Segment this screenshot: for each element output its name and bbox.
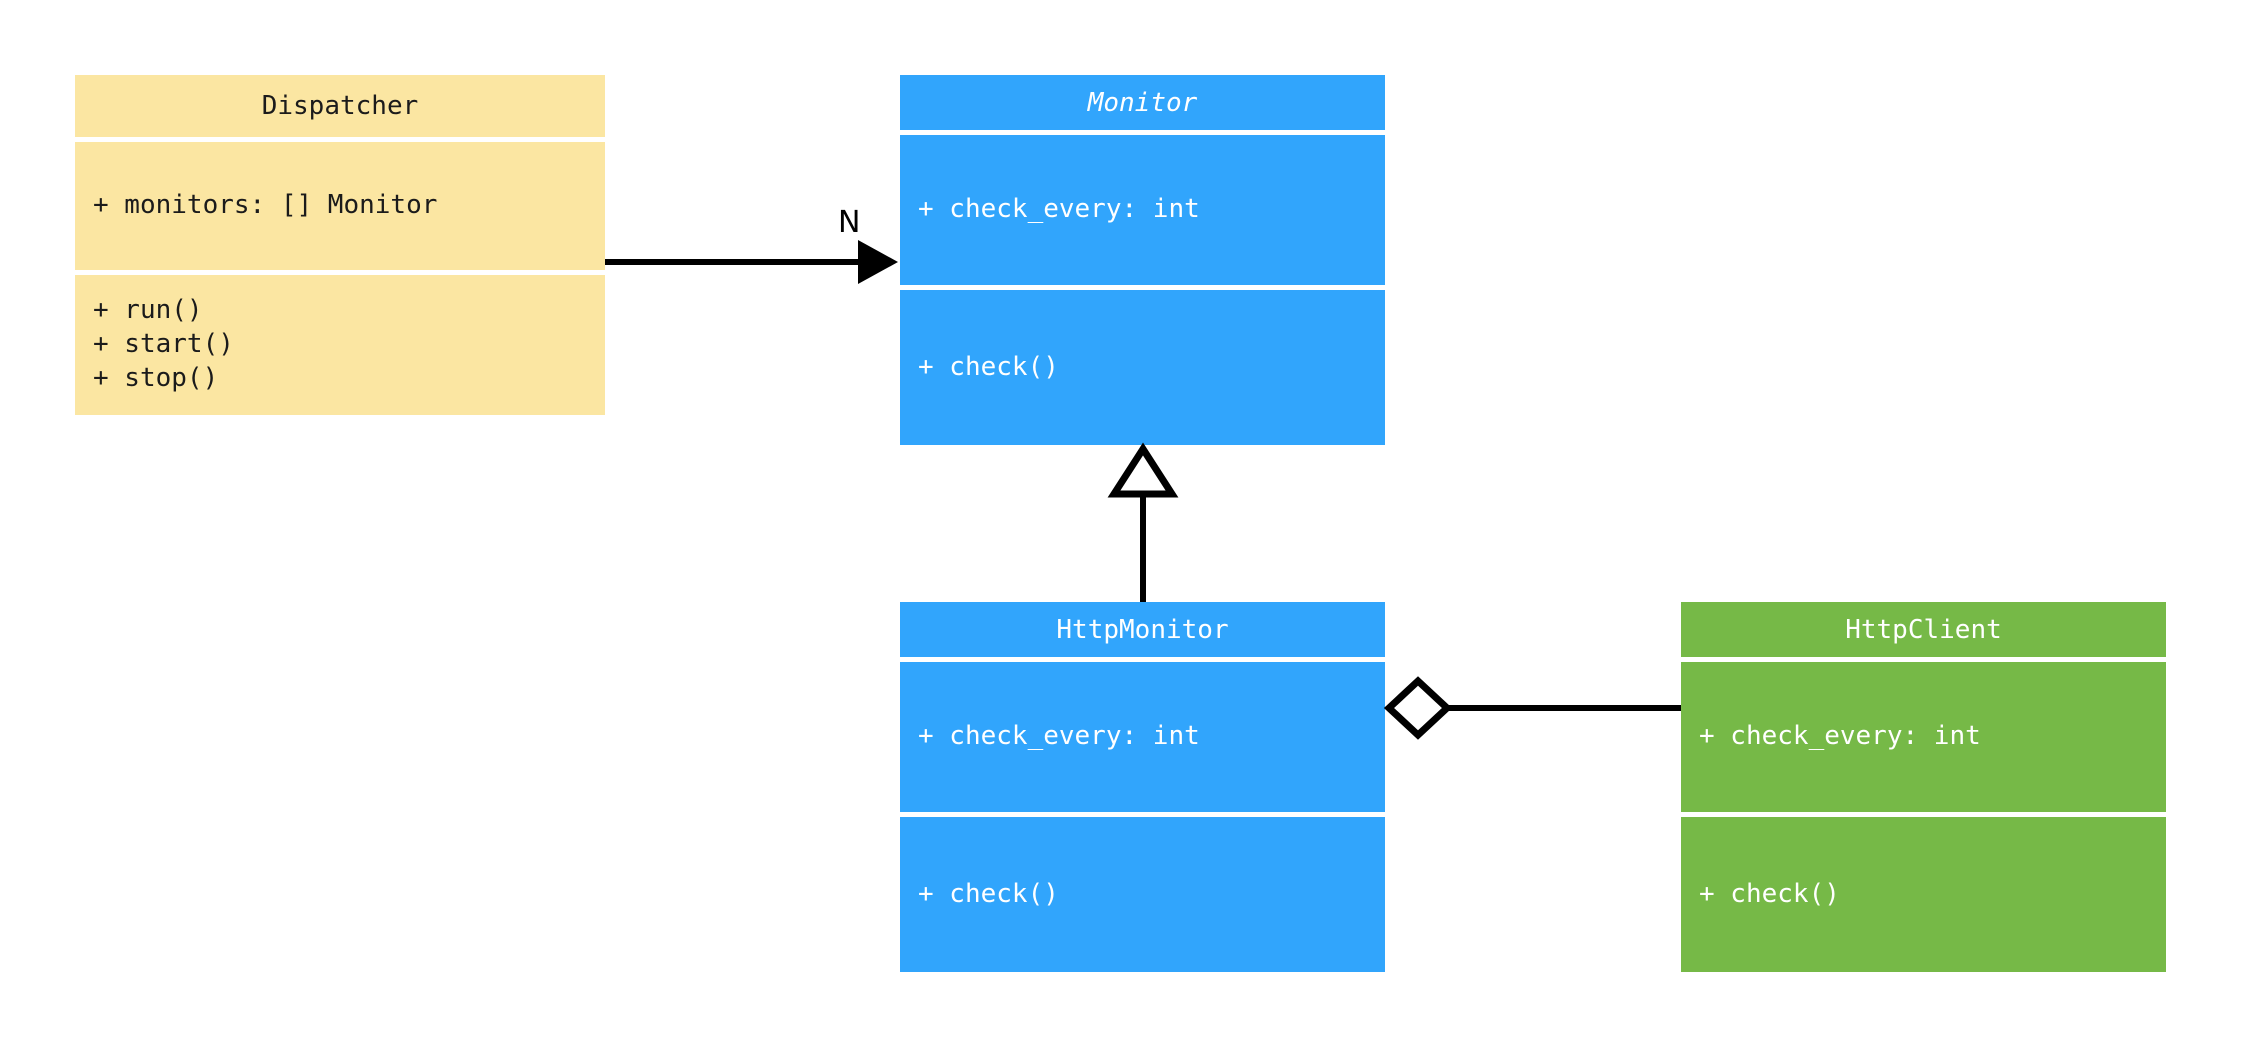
class-header-http-client: HttpClient <box>1681 602 2166 657</box>
method-row: + check() <box>1699 878 1840 909</box>
class-box-monitor[interactable]: Monitor + check_every: int + check() <box>900 75 1385 445</box>
class-name-http-client: HttpClient <box>1845 614 2002 645</box>
generalization-httpmonitor-monitor <box>1107 442 1179 602</box>
class-name-http-monitor: HttpMonitor <box>1056 614 1229 645</box>
class-header-http-monitor: HttpMonitor <box>900 602 1385 657</box>
class-attributes-http-client: + check_every: int <box>1681 662 2166 812</box>
hollow-triangle-icon <box>1107 442 1179 498</box>
method-row: + start() <box>93 329 234 360</box>
method-row: + check() <box>918 878 1059 909</box>
class-methods-monitor: + check() <box>900 290 1385 445</box>
class-attributes-http-monitor: + check_every: int <box>900 662 1385 812</box>
aggregation-httpmonitor-httpclient <box>1383 676 1681 740</box>
attribute-row: + check_every: int <box>1699 721 1981 752</box>
class-methods-http-client: + check() <box>1681 817 2166 972</box>
class-name-dispatcher: Dispatcher <box>261 91 419 121</box>
class-attributes-dispatcher: + monitors: [] Monitor <box>75 142 605 270</box>
attribute-row: + check_every: int <box>918 721 1200 752</box>
class-name-monitor: Monitor <box>1087 87 1198 118</box>
attribute-row: + monitors: [] Monitor <box>93 190 438 221</box>
method-row: + check() <box>918 351 1059 382</box>
class-methods-http-monitor: + check() <box>900 817 1385 972</box>
method-row: + stop() <box>93 362 219 393</box>
class-header-dispatcher: Dispatcher <box>75 75 605 137</box>
class-box-dispatcher[interactable]: Dispatcher + monitors: [] Monitor + run(… <box>75 75 605 415</box>
hollow-diamond-icon <box>1383 676 1453 740</box>
class-methods-dispatcher: + run() + start() + stop() <box>75 275 605 415</box>
attribute-row: + check_every: int <box>918 194 1200 225</box>
class-box-http-monitor[interactable]: HttpMonitor + check_every: int + check() <box>900 602 1385 972</box>
association-multiplicity-label: N <box>838 205 861 240</box>
class-box-http-client[interactable]: HttpClient + check_every: int + check() <box>1681 602 2166 972</box>
class-header-monitor: Monitor <box>900 75 1385 130</box>
association-dispatcher-monitor <box>605 240 898 284</box>
method-row: + run() <box>93 295 203 326</box>
filled-arrowhead-icon <box>858 240 898 284</box>
class-attributes-monitor: + check_every: int <box>900 135 1385 285</box>
